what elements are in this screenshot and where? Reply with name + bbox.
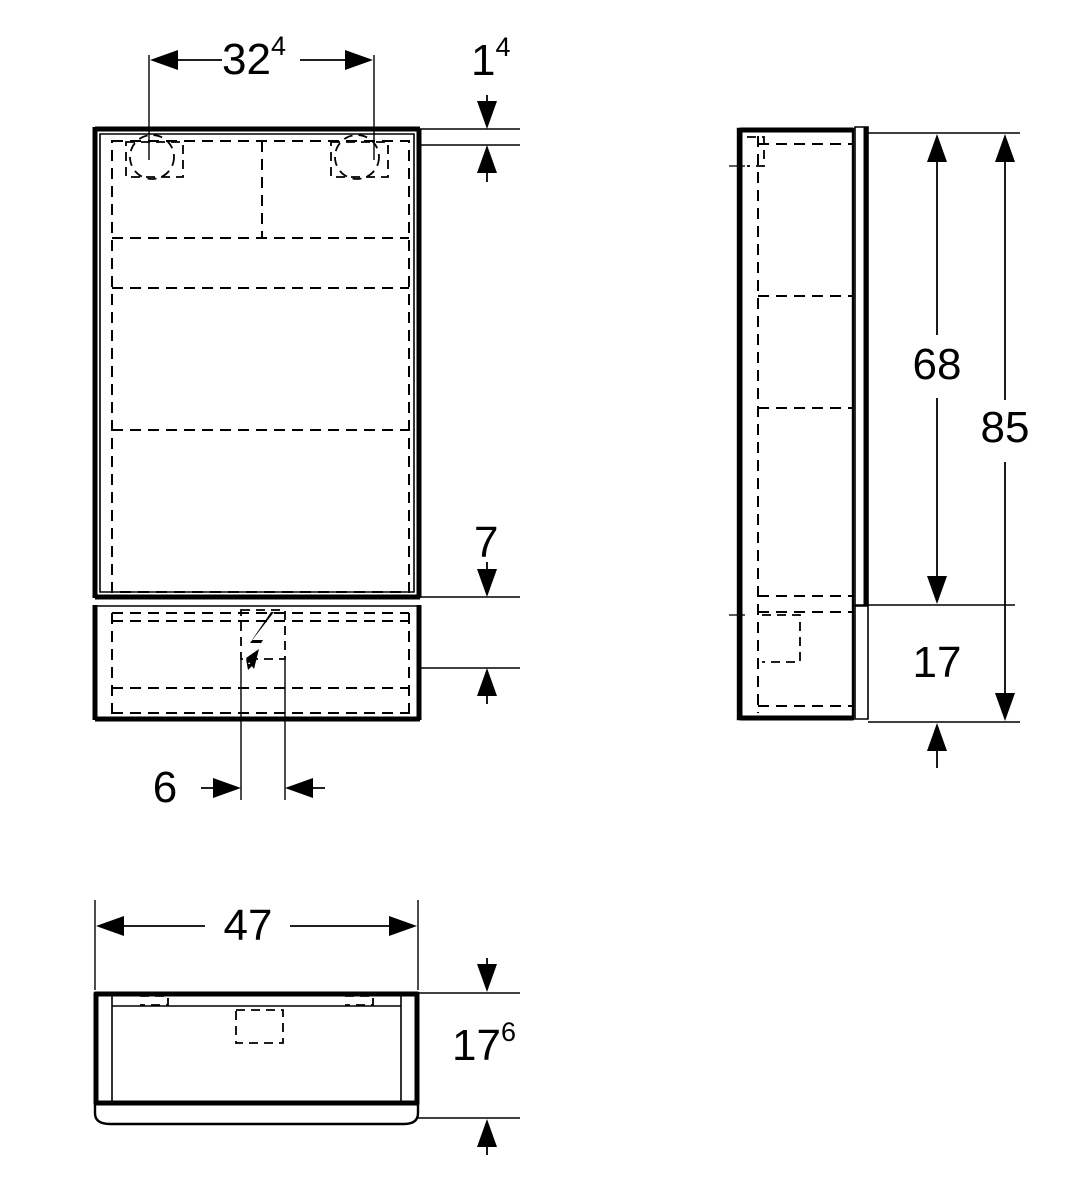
dimension-6-label: 6 (153, 763, 177, 812)
dimension-32-4-label: 324 (222, 31, 286, 84)
front-view-dimensions: 324 14 (148, 31, 520, 812)
bottom-view (93, 991, 420, 1126)
dimension-68-label: 68 (913, 340, 962, 389)
dimension-7-group: 7 (420, 518, 520, 704)
side-interior-hidden-lines (747, 136, 853, 713)
dimension-1-4-label: 14 (471, 32, 511, 85)
front-electrical-outlet (240, 609, 286, 670)
dimension-68-group: 68 (913, 134, 962, 604)
side-view-dimensions: 68 85 17 (868, 132, 1030, 768)
dimension-17-label: 17 (913, 638, 962, 687)
dimension-17-6-label: 176 (452, 1017, 516, 1070)
front-hinge-details (125, 134, 389, 180)
bottom-view-dimensions: 47 176 (94, 900, 520, 1155)
dimension-6-group: 6 (153, 659, 325, 812)
dimension-85-group: 85 (981, 134, 1030, 721)
dimension-47-group: 47 (94, 900, 419, 990)
front-view (92, 126, 422, 722)
dimension-17-group: 17 (913, 638, 962, 768)
dimension-7-label: 7 (474, 518, 498, 567)
dimension-32-4-group: 324 (148, 31, 375, 160)
front-lower-body (92, 605, 422, 722)
front-cabinet-body (92, 126, 422, 600)
dimension-1-4-group: 14 (420, 32, 520, 182)
dimension-85-label: 85 (981, 403, 1030, 452)
dimension-17-6-group: 176 (418, 958, 520, 1155)
front-interior-hidden-lines (111, 140, 410, 593)
side-view (729, 126, 869, 721)
dimension-47-label: 47 (224, 901, 273, 950)
